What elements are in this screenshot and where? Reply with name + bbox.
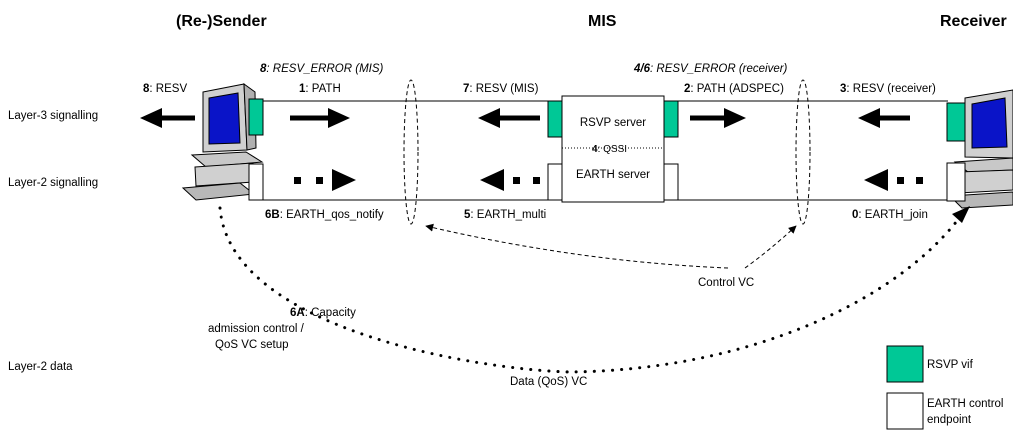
receiver-rsvp-vif bbox=[947, 103, 965, 141]
step-6a-capacity-admission-label: 6A: Capacity admission control / QoS VC … bbox=[208, 307, 356, 351]
arrow-8-resv-head bbox=[140, 108, 162, 128]
mis-rsvp-vif-left bbox=[548, 101, 562, 137]
step-4-6-resv-error-label: 4/6: RESV_ERROR (receiver) bbox=[633, 63, 788, 75]
step-0-earth-join-label: 0: EARTH_join bbox=[852, 209, 928, 221]
control-vc-arrow-left bbox=[426, 226, 728, 268]
receiver-earth-endpoint bbox=[947, 163, 965, 201]
sender-earth-endpoint bbox=[249, 164, 263, 200]
step-8-resv-error-label: 8: RESV_ERROR (MIS) bbox=[260, 63, 384, 75]
control-vc-ellipse-left bbox=[404, 80, 418, 224]
arrow-1-path-head bbox=[328, 108, 350, 128]
step-6a-line2: admission control / bbox=[208, 323, 305, 335]
step-7-resv-mis-label: 7: RESV (MIS) bbox=[463, 83, 539, 95]
earth-server-label: EARTH server bbox=[576, 169, 650, 181]
mis-earth-endpoint-left bbox=[548, 164, 562, 200]
step-6b-earth-qos-notify-label: 6B: EARTH_qos_notify bbox=[265, 209, 384, 221]
legend-rsvp-vif-label: RSVP vif bbox=[927, 359, 974, 371]
arrow-l2-sender-to-mis bbox=[294, 169, 356, 191]
arrow-7-resv-mis-head bbox=[478, 108, 500, 128]
step-1-path-label: 1: PATH bbox=[299, 83, 341, 95]
step-5-earth-multi-label: 5: EARTH_multi bbox=[464, 209, 546, 221]
header-mis: MIS bbox=[588, 13, 617, 30]
mis-rsvp-vif-right bbox=[664, 101, 678, 137]
data-qos-vc-arrowhead bbox=[952, 206, 970, 223]
sender-rsvp-vif bbox=[249, 99, 263, 135]
legend-earth-label-line2: endpoint bbox=[927, 414, 972, 426]
control-vc-ellipse-right bbox=[796, 80, 810, 224]
step-3-resv-receiver-label: 3: RESV (receiver) bbox=[840, 83, 936, 95]
step-2-path-adspec-label: 2: PATH (ADSPEC) bbox=[684, 83, 784, 95]
arrow-l2-receiver-to-mis bbox=[864, 169, 923, 191]
layer-2-signalling-label: Layer-2 signalling bbox=[8, 177, 98, 189]
legend-earth-label-line1: EARTH control bbox=[927, 398, 1003, 410]
data-qos-vc-path bbox=[220, 208, 963, 372]
header-receiver: Receiver bbox=[940, 13, 1007, 30]
step-6a-line1: 6A: Capacity bbox=[290, 307, 356, 319]
layer-3-signalling-label: Layer-3 signalling bbox=[8, 110, 98, 122]
layer-2-data-label: Layer-2 data bbox=[8, 361, 73, 373]
legend-rsvp-vif-swatch bbox=[887, 346, 923, 382]
header-sender: (Re-)Sender bbox=[176, 13, 267, 30]
arrow-3-resv-receiver-head bbox=[858, 108, 880, 128]
rsvp-server-label: RSVP server bbox=[580, 117, 646, 129]
step-4-qssi-label: 4: QSSI bbox=[592, 144, 627, 155]
legend-earth-endpoint-swatch bbox=[887, 393, 923, 429]
step-8-resv-label: 8: RESV bbox=[143, 83, 187, 95]
control-vc-arrow-right bbox=[745, 226, 796, 268]
data-qos-vc-label: Data (QoS) VC bbox=[510, 376, 587, 388]
arrow-2-path-adspec-head bbox=[724, 108, 746, 128]
control-vc-label: Control VC bbox=[698, 277, 754, 289]
mis-earth-endpoint-right bbox=[664, 164, 678, 200]
step-6a-line3: QoS VC setup bbox=[215, 339, 289, 351]
arrow-l2-mis-to-sender bbox=[480, 169, 540, 191]
